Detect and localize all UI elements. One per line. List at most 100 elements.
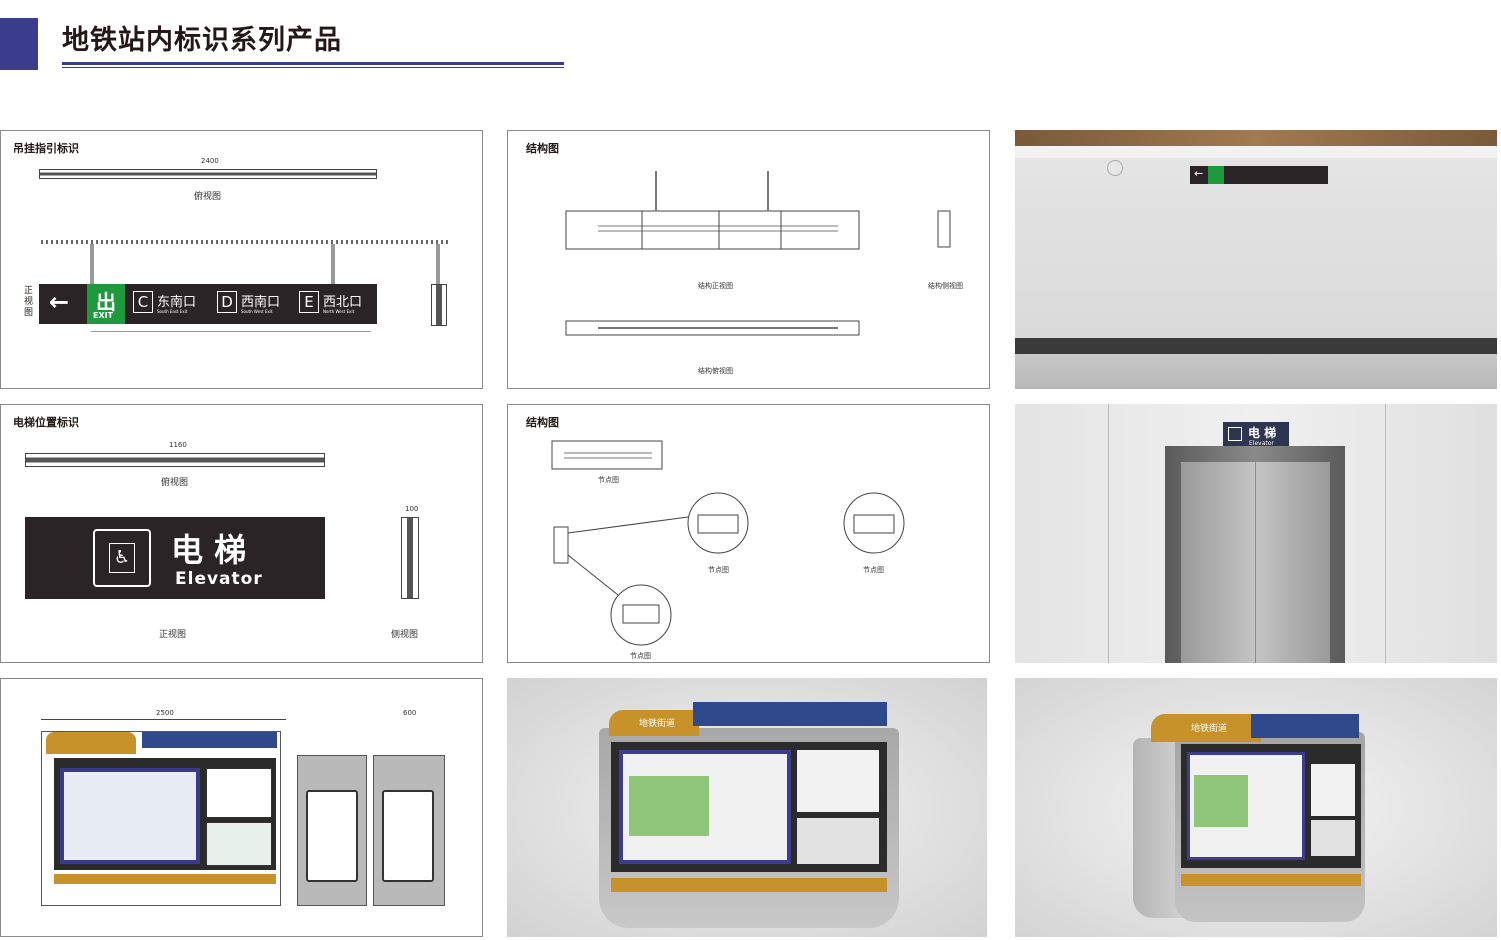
top-view-caption: 俯视图 [194,192,222,202]
panel-kiosk-drawing: 2500 600 [0,678,483,937]
kiosk-header-navy [142,732,277,748]
photo-station-corridor: ← [1015,130,1497,389]
exit-en: South East Exit [157,309,188,314]
title-underline-thin [62,67,564,68]
side-view-bar [401,517,419,599]
kiosk-base-gold [54,874,276,884]
header-accent-block [0,18,38,70]
ceiling-wood [1015,130,1497,146]
exit-letter-box: C [133,291,153,313]
kiosk-map-screen [619,750,791,864]
kiosk-brand: 地铁街道 [639,719,676,729]
annotation-lines [91,331,371,353]
panel-label: 结构图 [526,142,559,155]
elevator-sign-front: ♿ 电 梯 Elevator [25,517,325,599]
arrow-left-icon: ← [1194,167,1204,180]
hanging-sign-front: ← 出 EXIT C 东南口 South East Exit D 西南口 Sou… [39,284,377,324]
exit-cn: 东南口 [157,295,197,310]
exit-letter-box: E [299,291,319,313]
exit-panel: 出 EXIT [87,284,125,324]
caption-c: 节点图 [863,566,884,574]
exit-en: South West Exit [241,309,273,314]
structure-drawing-lines [565,171,951,336]
panel-structure-drawing-1: 结构图 结构正视图 结构侧视图 结构俯视图 [507,130,990,389]
kiosk-panel-upper [1311,764,1355,816]
kiosk-base-gold [1181,874,1361,886]
top-view-bar [39,169,377,179]
side-dimension: 100 [405,505,419,513]
top-view-bar [25,453,325,467]
ceiling-line [41,240,451,244]
photo-kiosk-angled: 地铁街道 [1015,678,1497,937]
exit-cn: 西北口 [323,295,363,310]
wall-seam [1108,404,1109,663]
kiosk-drawing-side-1 [297,755,367,906]
photo-elevator-door: 电 梯 Elevator [1015,404,1497,663]
elevator-sign-cn: 电 梯 [171,531,247,569]
exit-word: EXIT [93,311,114,320]
elevator-photo-en: Elevator [1249,440,1274,447]
kiosk-header-gold: 地铁街道 [1151,714,1261,742]
caption-a: 节点图 [598,476,619,484]
camera-icon [1107,160,1123,176]
kiosk-header-navy [1251,714,1359,738]
hanging-sign-photo: ← [1190,166,1328,184]
map-green-area [1194,775,1248,827]
dimension-line [41,719,286,720]
kiosk-panel-lower [1311,820,1355,856]
exit-letter-box: D [217,291,237,313]
caption-b: 节点图 [708,566,729,574]
top-dimension: 2500 [156,709,174,717]
elevator-sign-en: Elevator [175,569,263,589]
front-view-caption: 正视图 [24,286,34,318]
elevator-sign-photo: 电 梯 Elevator [1223,422,1289,450]
exit-en: North West Exit [323,309,355,314]
kiosk-panel-lower [206,822,272,866]
elevator-door-right [1256,462,1330,663]
page-title: 地铁站内标识系列产品 [62,25,342,56]
kiosk-brand: 地铁街道 [1191,724,1228,734]
kiosk-header-gold: 地铁街道 [609,710,699,736]
arrow-left-icon: ← [49,288,70,316]
wheelchair-icon: ♿ [109,543,135,573]
kiosk-map-screen [1187,752,1305,860]
side-window [306,790,358,882]
side-view-bar [431,284,447,326]
hanger-rod [90,244,94,284]
top-view-caption: 俯视图 [161,478,189,488]
panel-label: 吊挂指引标识 [13,142,79,155]
caption-top: 结构俯视图 [698,367,733,375]
side-window [382,790,434,882]
top-dimension: 2400 [201,157,219,165]
kiosk-drawing-side-2 [373,755,445,906]
front-view-caption: 正视图 [159,630,187,640]
side-dimension: 600 [403,709,417,717]
kiosk-header-navy [693,702,887,726]
kiosk-panel-upper [797,750,879,812]
caption-d: 节点图 [630,652,651,660]
top-dimension: 1160 [169,441,187,449]
map-green-area [629,776,709,836]
panel-hanging-sign-drawing: 吊挂指引标识 2400 俯视图 ← 出 EXIT C 东南口 South Eas… [0,130,483,389]
exit-mini-icon [1208,166,1224,184]
elevator-mini-icon [1228,427,1242,441]
exit-cn: 西南口 [241,295,281,310]
ceiling-soffit [1015,146,1497,158]
detail-drawing-lines [551,440,905,646]
title-underline [62,62,564,65]
hanger-rod [331,244,335,284]
wall-seam [1385,404,1386,663]
hanger-rod [436,244,440,284]
panel-structure-drawing-2: 结构图 节点图 节点图 节点图 节点图 [507,404,990,663]
kiosk-header-gold [46,732,136,754]
caption-side: 结构侧视图 [928,282,963,290]
caption-front: 结构正视图 [698,282,733,290]
kiosk-base-gold [611,878,887,892]
side-view-caption: 侧视图 [391,630,419,640]
kiosk-panel-lower [797,818,879,864]
panel-elevator-sign-drawing: 电梯位置标识 1160 俯视图 ♿ 电 梯 Elevator 100 正视图 侧… [0,404,483,663]
kiosk-drawing-front [41,731,281,906]
exit-running-icon: 出 [96,290,116,314]
kiosk-map-screen [60,768,200,864]
elevator-photo-cn: 电 梯 [1248,426,1277,440]
